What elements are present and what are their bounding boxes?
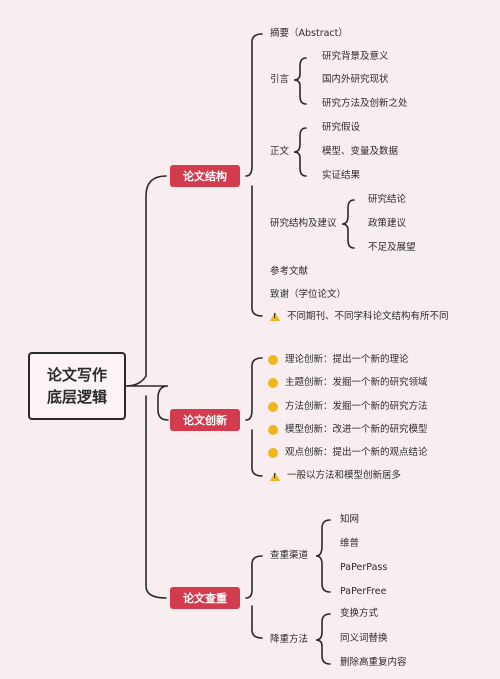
channels-brace	[315, 519, 331, 593]
intro-item: 研究背景及意义	[322, 51, 389, 62]
intro-label: 引言	[270, 74, 290, 85]
body-brace	[293, 127, 307, 177]
innovation-item: 模型创新：改进一个新的研究模型	[285, 424, 428, 435]
category-structure: 论文结构	[170, 165, 240, 187]
warning-icon	[270, 312, 280, 321]
channel-item: 维普	[340, 538, 360, 549]
innovation-item: 方法创新：发掘一个新的研究方法	[285, 401, 428, 412]
innovation-item: 理论创新：提出一个新的理论	[285, 354, 409, 365]
method-item: 同义词替换	[340, 633, 388, 644]
channel-item: PaPerFree	[340, 586, 387, 597]
root-title-line-2: 底层逻辑	[46, 388, 107, 406]
category-duplicate-check: 论文查重	[170, 587, 240, 609]
root-brace	[125, 175, 169, 599]
abstract-label: 摘要（Abstract）	[270, 28, 348, 39]
references-label: 参考文献	[270, 266, 309, 277]
bullet-icon	[268, 378, 278, 388]
root-title-line-1: 论文写作	[46, 366, 107, 384]
body-item: 研究假设	[322, 122, 361, 133]
structure-note: 不同期刊、不同学科论文结构有所不同	[287, 311, 449, 322]
category-innovation: 论文创新	[170, 409, 240, 431]
intro-item: 国内外研究现状	[322, 74, 389, 85]
conclusion-item: 不足及展望	[368, 242, 416, 253]
thanks-label: 致谢（学位论文）	[270, 289, 347, 300]
innovation-item: 观点创新：提出一个新的观点结论	[285, 447, 428, 458]
conclusion-label: 研究结构及建议	[270, 218, 337, 229]
duplicate-brace	[245, 555, 263, 639]
body-label: 正文	[270, 146, 290, 157]
bullet-icon	[268, 402, 278, 412]
intro-item: 研究方法及创新之处	[322, 98, 408, 109]
methods-label: 降重方法	[270, 634, 309, 645]
channels-label: 查重渠道	[270, 550, 309, 561]
method-item: 删除高重复内容	[340, 657, 407, 668]
innovation-note: 一般以方法和模型创新居多	[287, 470, 402, 481]
bullet-icon	[268, 355, 278, 365]
channel-item: 知网	[340, 514, 360, 525]
bullet-icon	[268, 448, 278, 458]
conclusion-item: 研究结论	[368, 194, 407, 205]
method-item: 变换方式	[340, 608, 379, 619]
conclusion-item: 政策建议	[368, 218, 407, 229]
innovation-brace	[245, 357, 263, 477]
root-node: 论文写作 底层逻辑	[28, 352, 126, 420]
warning-icon	[270, 472, 280, 481]
structure-brace	[245, 33, 263, 317]
bullet-icon	[268, 425, 278, 435]
body-item: 模型、变量及数据	[322, 146, 399, 157]
body-item: 实证结果	[322, 170, 361, 181]
methods-brace	[315, 613, 331, 665]
channel-item: PaPerPass	[340, 562, 388, 573]
intro-brace	[293, 57, 307, 105]
innovation-item: 主题创新：发掘一个新的研究领域	[285, 377, 428, 388]
conclusion-brace	[341, 199, 355, 249]
